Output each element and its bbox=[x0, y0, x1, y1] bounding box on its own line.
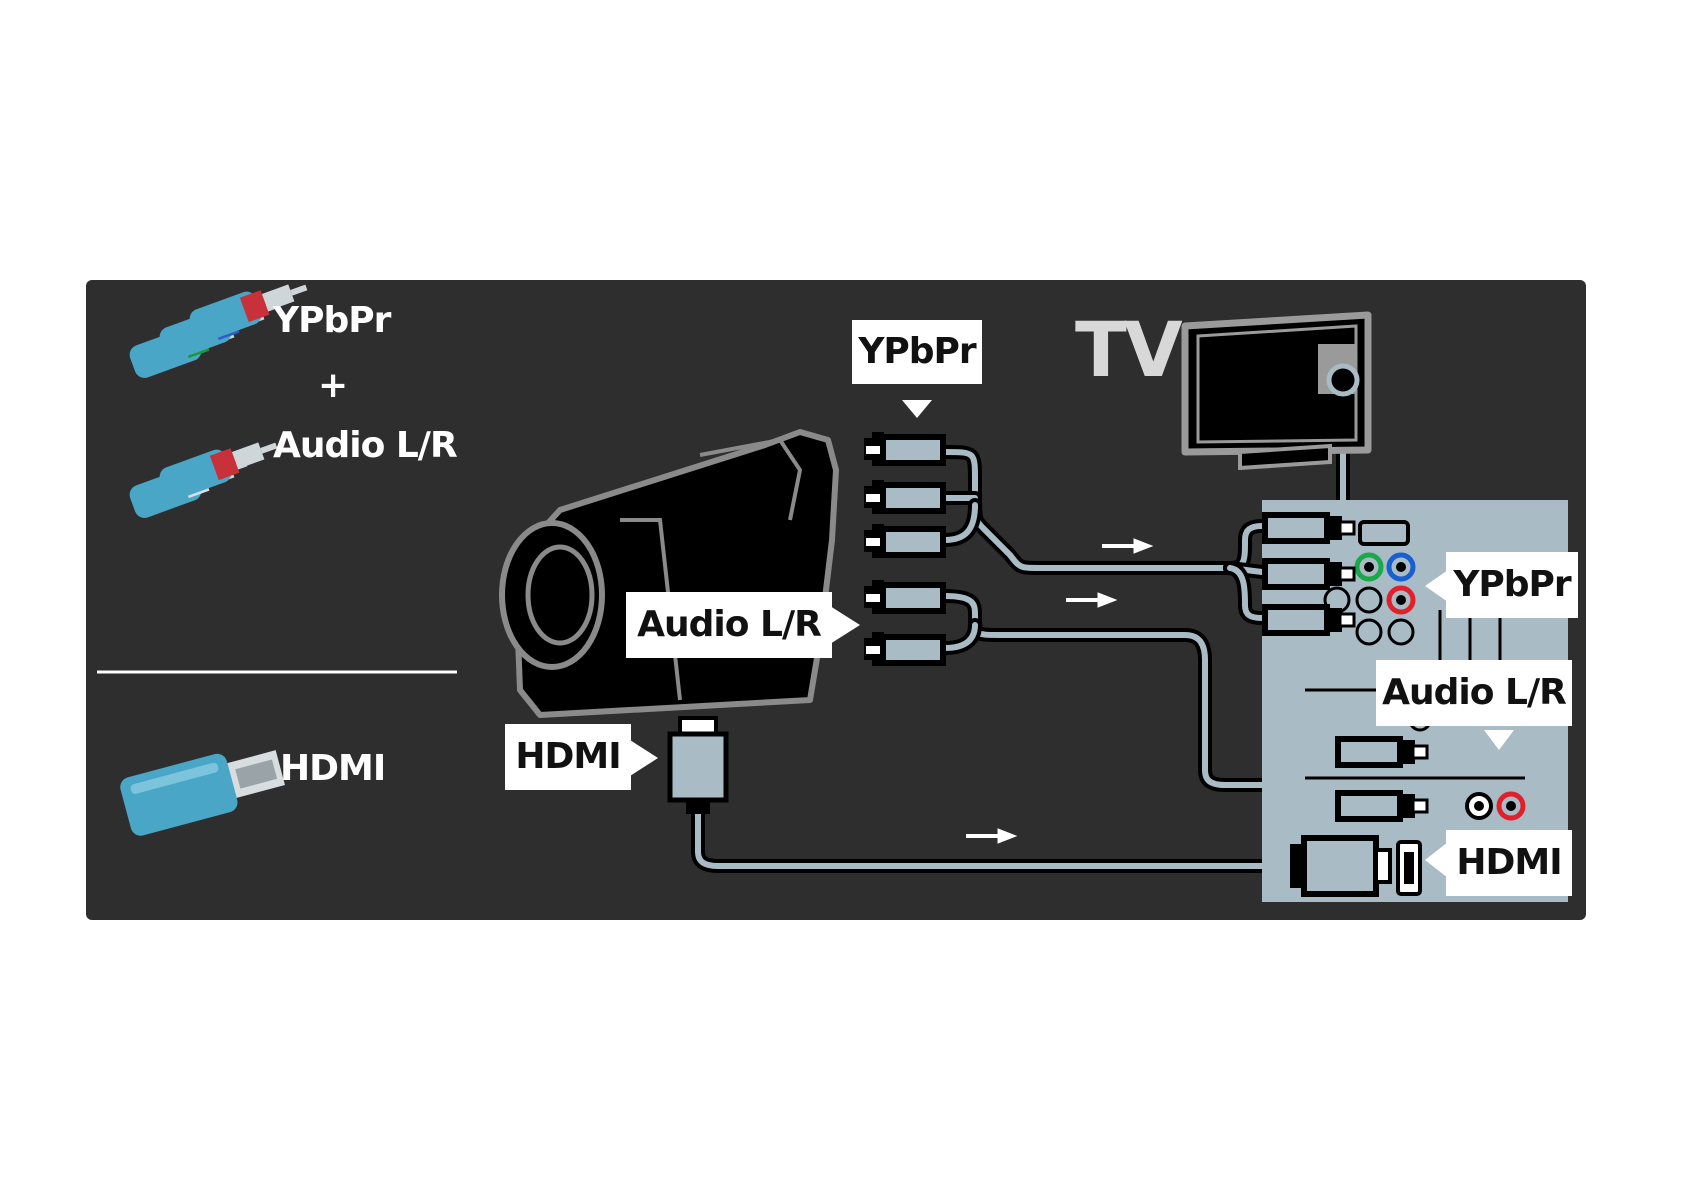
tv-ypbpr-callout: YPbPr bbox=[1446, 552, 1578, 618]
legend-audio-label: Audio L/R bbox=[273, 425, 458, 466]
legend-hdmi-label: HDMI bbox=[280, 748, 386, 789]
camera-hdmi-callout: HDMI bbox=[505, 724, 631, 790]
camera-hdmi-plug bbox=[667, 716, 729, 814]
camcorder-icon bbox=[499, 429, 839, 718]
arrow-right-icon bbox=[966, 828, 1018, 844]
jack-green-icon bbox=[1354, 552, 1384, 582]
tv-component-plugs bbox=[1262, 512, 1356, 636]
arrow-right-icon bbox=[1102, 538, 1154, 554]
hdmi-cable bbox=[691, 793, 1297, 873]
signal-arrows bbox=[966, 538, 1154, 844]
camera-ypbpr-callout: YPbPr bbox=[852, 320, 982, 384]
jack-red-icon bbox=[1386, 585, 1416, 615]
legend-ypbpr-label: YPbPr bbox=[273, 300, 391, 341]
tv-title: TV bbox=[1075, 305, 1183, 394]
tv-icon bbox=[1181, 311, 1372, 471]
legend-plus-sign: + bbox=[318, 365, 348, 406]
tv-audio-callout: Audio L/R bbox=[1376, 660, 1572, 726]
tv-hdmi-callout: HDMI bbox=[1446, 830, 1572, 896]
tv-audio-plugs bbox=[1335, 736, 1429, 822]
audio-cable bbox=[938, 589, 1307, 792]
arrow-right-icon bbox=[1066, 592, 1118, 608]
component-plugs-icon bbox=[129, 284, 308, 378]
audio-plugs-icon bbox=[129, 442, 278, 518]
jack-blue-icon bbox=[1386, 552, 1416, 582]
camera-audio-plugs bbox=[864, 580, 946, 666]
jack-red-icon bbox=[1496, 791, 1526, 821]
component-cable bbox=[938, 445, 1237, 575]
cables bbox=[691, 378, 1350, 873]
tv-hdmi-plug bbox=[1290, 835, 1392, 897]
label-pointers bbox=[630, 400, 1514, 878]
camera-component-plugs bbox=[864, 432, 946, 558]
hdmi-plug-icon bbox=[120, 750, 285, 836]
camera-audio-callout: Audio L/R bbox=[626, 592, 832, 658]
